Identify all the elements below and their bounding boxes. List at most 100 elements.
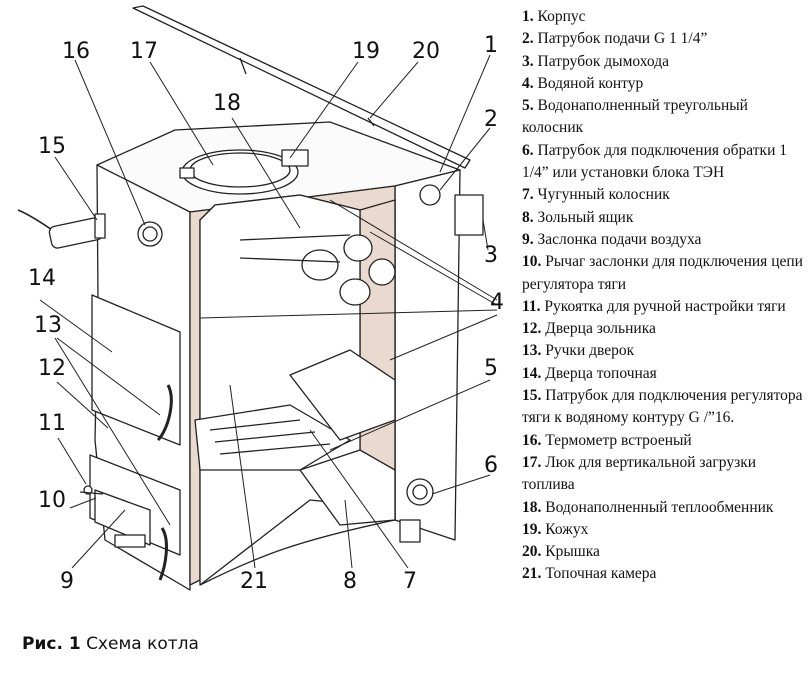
legend-item-number: 3. (522, 52, 534, 70)
ash-box (300, 450, 395, 525)
legend-item: 14. Дверца топочная (522, 363, 804, 385)
legend-item: 1. Корпус (522, 6, 804, 28)
legend-item: 20. Крышка (522, 541, 804, 563)
legend-item-number: 20. (522, 543, 542, 561)
legend-item-number: 7. (522, 186, 534, 204)
air-damper (95, 490, 150, 545)
callout-10: 10 (38, 488, 66, 513)
legend-item-text: Водяной контур (537, 74, 644, 92)
legend-item-text: Ручки дверок (545, 342, 635, 360)
callout-8: 8 (343, 569, 357, 594)
figure-caption: Рис. 1 Схема котла (22, 634, 199, 654)
legend-item-text: Топочная камера (545, 565, 657, 583)
legend-item: 6. Патрубок для подключения обратки 1 1/… (522, 140, 804, 185)
legend-item-number: 19. (522, 520, 542, 538)
flue-pipe (455, 195, 483, 235)
callout-6: 6 (484, 453, 498, 478)
legend-item: 15. Патрубок для подключения регулятора … (522, 385, 804, 430)
legend-item: 9. Заслонка подачи воздуха (522, 229, 804, 251)
legend-item-number: 16. (522, 431, 542, 449)
legend-item-text: Дверца зольника (545, 320, 656, 338)
callout-1: 1 (484, 33, 498, 58)
legend-item-text: Водонаполненный треугольный колосник (522, 97, 748, 137)
boiler-drawing (18, 6, 483, 590)
legend-item: 2. Патрубок подачи G 1 1/4” (522, 28, 804, 50)
legend-item-text: Люк для вертикальной загрузки топлива (522, 453, 757, 494)
legend-item-text: Чугунный колосник (537, 186, 670, 204)
callout-16: 16 (62, 39, 90, 64)
legend-item-text: Кожух (545, 520, 589, 538)
callout-labels: 1 2 3 4 5 6 7 8 9 10 11 12 13 14 15 16 1… (28, 33, 504, 594)
caption-text: Схема котла (86, 634, 199, 654)
legend-item-text: Патрубок дымохода (537, 52, 669, 70)
callout-13: 13 (34, 313, 62, 338)
callout-9: 9 (60, 569, 74, 594)
callout-19: 19 (352, 39, 380, 64)
legend-item-text: Корпус (537, 8, 586, 25)
regulator-fitting (18, 210, 55, 232)
callout-3: 3 (484, 243, 498, 268)
legend-item-number: 6. (522, 141, 534, 159)
legend-item-number: 4. (522, 74, 534, 92)
legend-item-number: 13. (522, 342, 542, 360)
legend-item-number: 12. (522, 320, 542, 338)
legend-item: 3. Патрубок дымохода (522, 51, 804, 73)
callout-2: 2 (484, 107, 498, 132)
legend-item-text: Заслонка подачи воздуха (537, 230, 702, 248)
legend-item: 18. Водонаполненный теплообменник (522, 497, 804, 519)
callout-12: 12 (38, 356, 66, 381)
legend-item-text: Водонаполненный теплообменник (545, 498, 774, 516)
legend-item-text: Патрубок для подключения регулятора тяги… (522, 387, 803, 427)
legend-item-text: Зольный ящик (537, 208, 634, 226)
supply-pipe (420, 185, 440, 205)
legend-item: 21. Топочная камера (522, 563, 804, 585)
legend-item-number: 17. (522, 453, 542, 471)
legend-item-number: 15. (522, 387, 542, 405)
leader-lines (39, 54, 498, 569)
legend-item: 12. Дверца зольника (522, 318, 804, 340)
legend-item-text: Термометр встроеный (545, 431, 692, 449)
callout-15: 15 (38, 134, 66, 159)
legend-item-number: 18. (522, 498, 542, 516)
legend-item: 10. Рычаг заслонки для подключения цепи … (522, 251, 804, 296)
callout-5: 5 (484, 356, 498, 381)
callout-21: 21 (240, 569, 268, 594)
legend-item-text: Крышка (545, 543, 600, 561)
fire-door-handle (158, 385, 171, 440)
lid (133, 6, 470, 168)
callout-7: 7 (403, 569, 417, 594)
legend-item: 8. Зольный ящик (522, 207, 804, 229)
legend-item-number: 2. (522, 30, 534, 48)
legend-item: 16. Термометр встроеный (522, 430, 804, 452)
legend-item-text: Дверца топочная (545, 364, 657, 382)
legend-item-text: Патрубок подачи G 1 1/4” (537, 30, 708, 48)
legend-item-number: 21. (522, 565, 542, 583)
legend-item-text: Рычаг заслонки для подключения цепи регу… (522, 253, 803, 293)
legend-item: 17. Люк для вертикальной загрузки топлив… (522, 452, 804, 497)
legend-item: 5. Водонаполненный треугольный колосник (522, 95, 804, 140)
callout-17: 17 (130, 39, 158, 64)
legend-item-text: Рукоятка для ручной настройки тяги (544, 297, 786, 315)
caption-prefix: Рис. 1 (22, 634, 81, 654)
legend-item-text: Патрубок для подключения обратки 1 1/4” … (522, 141, 787, 182)
legend-item-number: 10. (522, 253, 542, 271)
fire-door (92, 295, 180, 445)
legend-item: 7. Чугунный колосник (522, 184, 804, 206)
legend-item: 13. Ручки дверок (522, 340, 804, 362)
callout-20: 20 (412, 39, 440, 64)
legend-item-number: 8. (522, 208, 534, 226)
legend-item-number: 11. (522, 297, 541, 315)
legend-item: 4. Водяной контур (522, 73, 804, 95)
legend-item-number: 9. (522, 230, 534, 248)
callout-18: 18 (213, 91, 241, 116)
cast-iron-grate (195, 405, 350, 470)
callout-14: 14 (28, 266, 56, 291)
callout-11: 11 (38, 411, 66, 436)
legend-item: 19. Кожух (522, 519, 804, 541)
legend-item: 11. Рукоятка для ручной настройки тяги (522, 296, 804, 318)
legend-item-number: 5. (522, 97, 534, 115)
legend-item-number: 14. (522, 364, 542, 382)
callout-4: 4 (490, 290, 504, 315)
